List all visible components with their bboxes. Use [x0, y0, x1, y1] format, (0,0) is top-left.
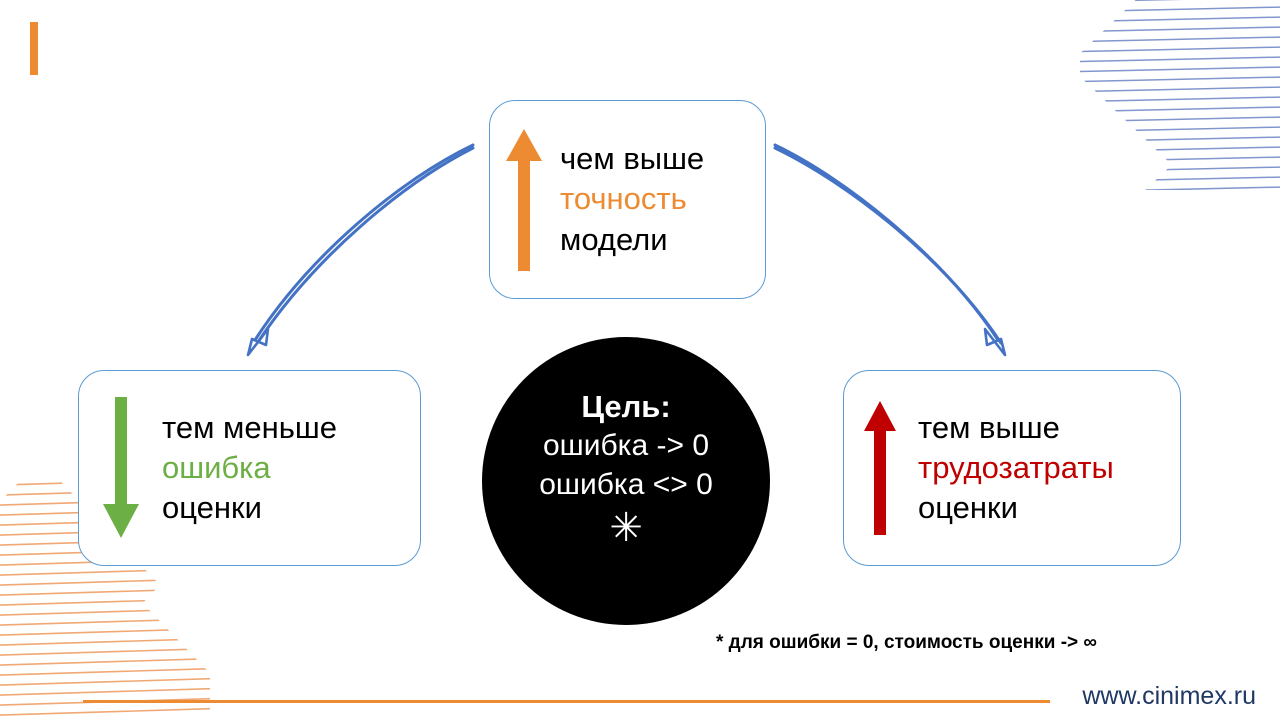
box-line: чем выше — [560, 141, 705, 177]
arrow-up-icon — [864, 401, 896, 535]
box-line: тем меньше — [162, 409, 337, 445]
arrow-to-left-box-icon — [253, 143, 475, 342]
concept-box-error[interactable]: тем меньше ошибка оценки — [78, 370, 421, 566]
box-line: тем выше — [918, 409, 1060, 445]
footer-url[interactable]: www.cinimex.ru — [1082, 682, 1256, 710]
accent-bar — [30, 22, 38, 75]
arrowhead-right-icon — [983, 327, 1007, 357]
arrow-up-icon — [506, 128, 542, 271]
goal-circle[interactable]: Цель: ошибка -> 0 ошибка <> 0 ✳ — [482, 337, 770, 625]
box-line-accent: трудозатраты — [918, 449, 1114, 485]
arrow-down-icon — [103, 397, 139, 538]
box-line-accent: точность — [560, 181, 687, 217]
concept-box-effort[interactable]: тем выше трудозатраты оценки — [843, 370, 1181, 566]
box-line: оценки — [918, 490, 1018, 526]
goal-line-2: ошибка <> 0 — [539, 467, 713, 501]
concept-box-accuracy-text: чем выше точность модели — [560, 139, 765, 260]
box-line: модели — [560, 221, 668, 257]
box-line-accent: ошибка — [162, 449, 271, 485]
arrow-to-right-box-icon — [773, 143, 1000, 342]
asterisk-icon: ✳ — [609, 505, 643, 550]
goal-title: Цель: — [581, 389, 671, 424]
concept-box-error-text: тем меньше ошибка оценки — [162, 408, 420, 529]
footnote-text: * для ошибки = 0, стоимость оценки -> ∞ — [716, 632, 1097, 653]
diamond-hatch-blue-icon — [1080, 0, 1280, 190]
concept-box-effort-text: тем выше трудозатраты оценки — [918, 408, 1180, 529]
arrowhead-left-icon — [246, 327, 270, 357]
goal-line-1: ошибка -> 0 — [542, 428, 710, 462]
footer-divider — [83, 700, 1050, 703]
box-line: оценки — [162, 490, 262, 526]
concept-box-accuracy[interactable]: чем выше точность модели — [489, 100, 766, 299]
